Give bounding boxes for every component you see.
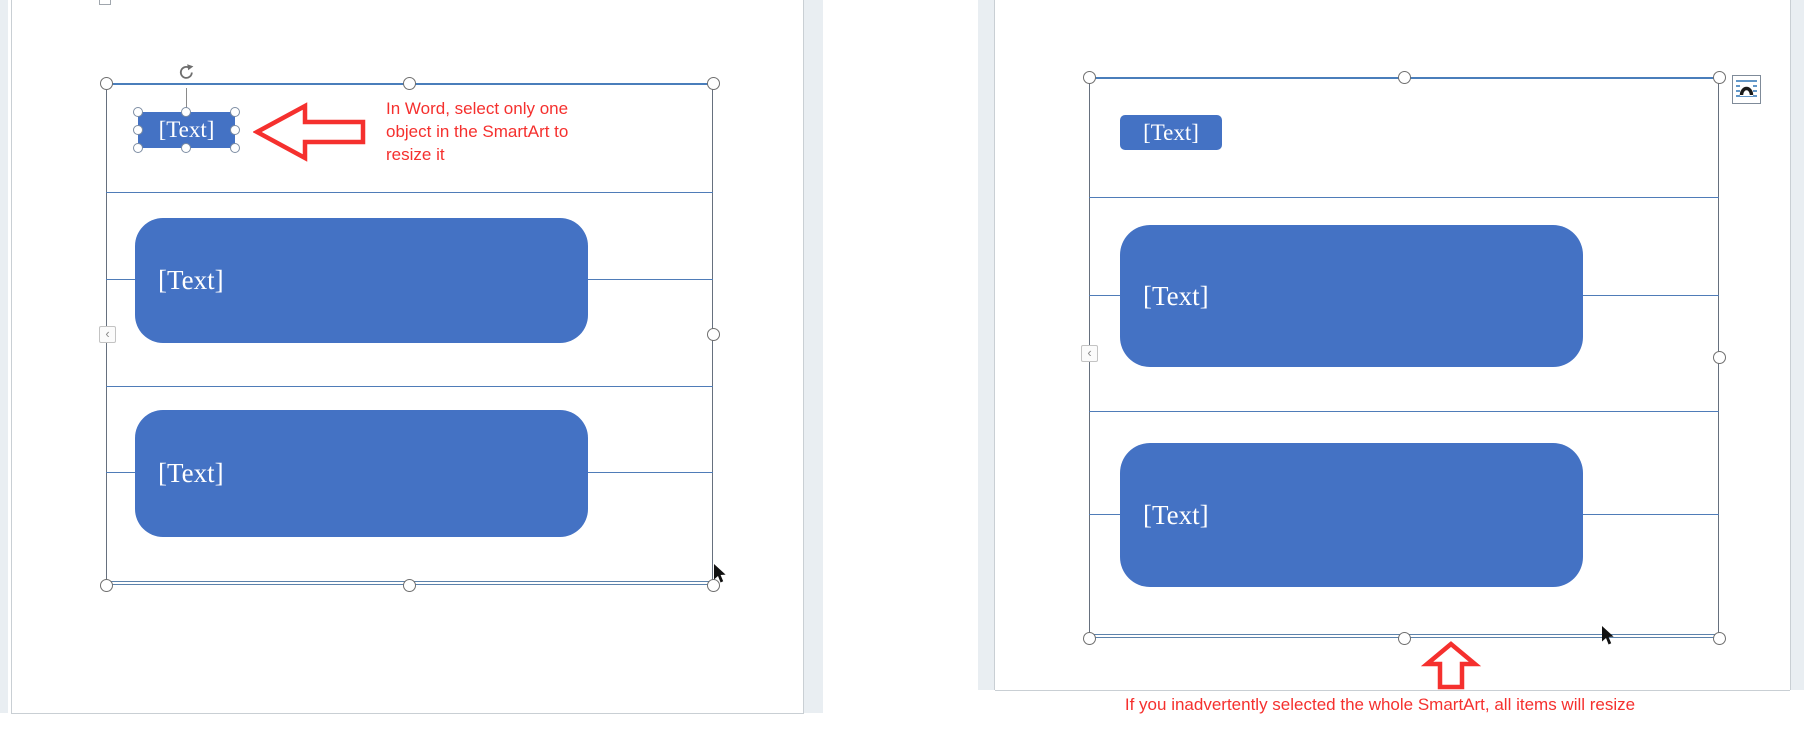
connector-line (1089, 295, 1120, 297)
frame-resize-handle-top-right[interactable] (706, 76, 720, 90)
annotation-line: In Word, select only one (386, 99, 569, 118)
frame-resize-handle-bottom-right[interactable] (1712, 631, 1726, 645)
shape-resize-handle-top-right[interactable] (230, 107, 240, 117)
smartart-middle-shape[interactable]: [Text] (135, 218, 588, 343)
shape-label: [Text] (158, 458, 224, 488)
mouse-cursor-icon (1602, 626, 1614, 645)
left-page-edge-right (803, 0, 804, 713)
shape-label: [Text] (1143, 280, 1209, 311)
frame-resize-handle-top-mid[interactable] (1397, 70, 1411, 84)
shape-resize-handle-bottom-left[interactable] (133, 143, 143, 153)
annotation-text: In Word, select only one object in the S… (386, 97, 666, 166)
left-page-margin-strip-right (804, 0, 823, 713)
chevron-left-icon: ‹ (105, 326, 110, 341)
frame-resize-handle-bottom-left[interactable] (1082, 631, 1096, 645)
divider-line (1089, 411, 1719, 413)
frame-resize-handle-top-left[interactable] (1082, 70, 1096, 84)
layout-options-button[interactable] (1732, 75, 1761, 104)
rotation-handle-icon[interactable] (176, 62, 197, 83)
clipped-ui-fragment (99, 0, 111, 5)
annotation-text: If you inadvertently selected the whole … (1124, 695, 1636, 714)
connector-line (565, 279, 713, 281)
right-page-edge-right (1790, 0, 1791, 690)
annotation-line: resize it (386, 145, 445, 164)
shape-resize-handle-bottom-right[interactable] (230, 143, 240, 153)
shape-resize-handle-top-mid[interactable] (181, 107, 191, 117)
right-page-margin-strip-right (1791, 0, 1804, 690)
connector-line (1560, 295, 1719, 297)
frame-resize-handle-top-mid[interactable] (403, 76, 416, 90)
frame-resize-handle-bottom-right[interactable] (706, 578, 720, 592)
left-page-edge-left (11, 0, 12, 713)
shape-label: [Text] (158, 117, 215, 142)
right-page-margin-strip-left (978, 0, 994, 690)
shape-resize-handle-mid-right[interactable] (230, 125, 240, 135)
divider-line (106, 192, 713, 194)
shape-label: [Text] (1143, 499, 1209, 530)
left-page-margin-strip-left (0, 0, 8, 713)
right-page-edge-left (994, 0, 995, 690)
connector-line (1560, 514, 1719, 516)
rotation-handle-stem (186, 88, 188, 112)
chevron-left-icon: ‹ (1087, 345, 1092, 360)
annotation-arrow-left-icon (253, 102, 366, 162)
shape-label: [Text] (1143, 119, 1199, 145)
connector-line (106, 279, 135, 281)
frame-resize-handle-top-left[interactable] (99, 76, 113, 90)
annotation-line: object in the SmartArt to (386, 122, 569, 141)
connector-line (1089, 514, 1120, 516)
frame-resize-handle-bottom-left[interactable] (99, 578, 113, 592)
text-pane-toggle-button[interactable]: ‹ (99, 326, 116, 343)
smartart-bottom-shape[interactable]: [Text] (1120, 443, 1583, 587)
shape-resize-handle-mid-left[interactable] (133, 125, 143, 135)
right-page-edge-bottom (995, 690, 1790, 691)
shape-label: [Text] (158, 265, 224, 295)
annotation-arrow-up-icon (1421, 641, 1481, 690)
shape-resize-handle-bottom-mid[interactable] (181, 143, 191, 153)
divider-line (106, 386, 713, 388)
frame-resize-handle-mid-right[interactable] (706, 327, 720, 341)
smartart-bottom-shape[interactable]: [Text] (135, 410, 588, 537)
left-page-edge-bottom (11, 713, 804, 714)
left-word-view: [Text] [Text] [Text] ‹ In Word, select o… (0, 0, 850, 753)
mouse-cursor-icon (714, 564, 726, 583)
smartart-middle-shape[interactable]: [Text] (1120, 225, 1583, 367)
smartart-top-shape[interactable]: [Text] (138, 112, 235, 148)
connector-line (565, 472, 713, 474)
connector-line (106, 472, 135, 474)
text-pane-toggle-button[interactable]: ‹ (1081, 345, 1098, 362)
smartart-top-shape[interactable]: [Text] (1120, 115, 1222, 150)
shape-resize-handle-top-left[interactable] (133, 107, 143, 117)
frame-resize-handle-top-right[interactable] (1712, 70, 1726, 84)
divider-line (1089, 197, 1719, 199)
right-word-view: [Text] [Text] [Text] ‹ (850, 0, 1804, 753)
frame-resize-handle-bottom-mid[interactable] (1397, 631, 1411, 645)
frame-resize-handle-bottom-mid[interactable] (403, 578, 416, 592)
frame-resize-handle-mid-right[interactable] (1712, 350, 1726, 364)
layout-options-wrap-icon (1736, 80, 1757, 97)
